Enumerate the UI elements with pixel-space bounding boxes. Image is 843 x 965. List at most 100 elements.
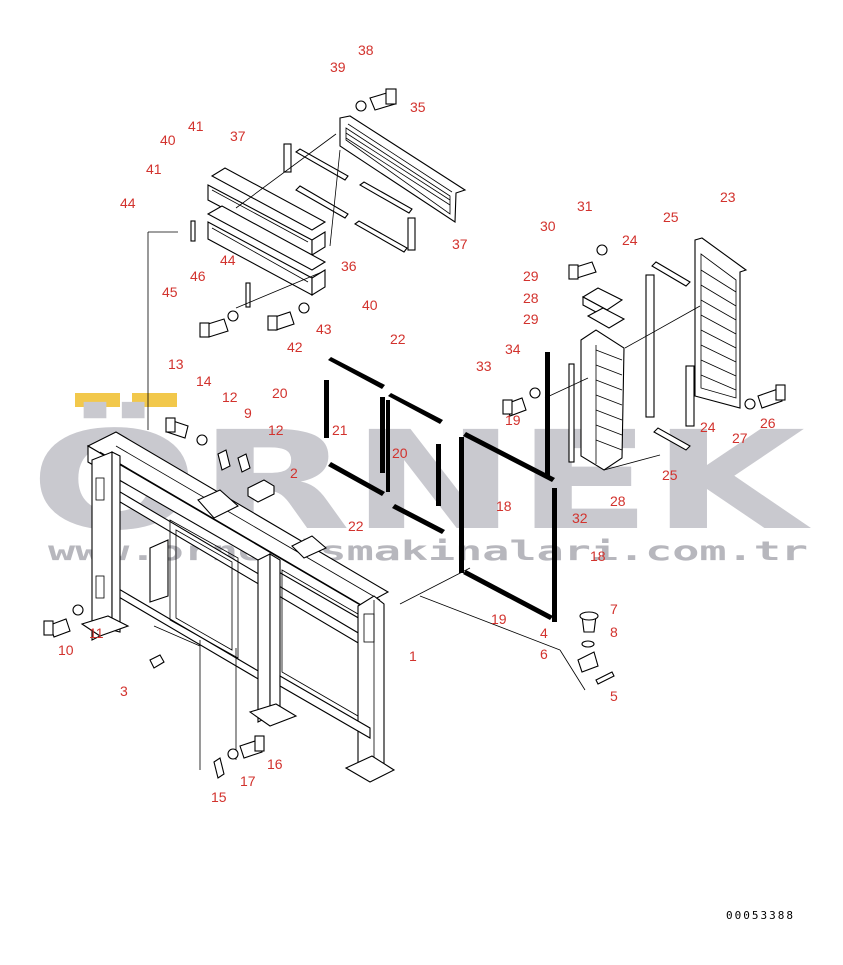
callout-12b: 12 — [268, 422, 284, 438]
beam-41-top — [210, 167, 327, 231]
bolt-33 — [502, 397, 527, 417]
callout-2: 2 — [290, 465, 298, 481]
callout-3: 3 — [120, 683, 128, 699]
washer-14 — [196, 434, 208, 446]
callout-33: 33 — [476, 358, 492, 374]
callout-7: 7 — [610, 601, 618, 617]
callout-25: 25 — [663, 209, 679, 225]
strip-24b — [685, 365, 695, 427]
side-louver-assembly — [502, 237, 786, 476]
seal-22a — [328, 357, 385, 389]
callout-40: 40 — [160, 132, 176, 148]
callout-39: 39 — [330, 59, 346, 75]
part-6 — [577, 651, 599, 673]
callout-42: 42 — [287, 339, 303, 355]
callout-34: 34 — [505, 341, 521, 357]
frame-right-leg — [357, 595, 385, 779]
bolt-26 — [757, 384, 786, 409]
fastener-group — [43, 417, 615, 779]
callout-20b: 20 — [392, 445, 408, 461]
callout-30: 30 — [540, 218, 556, 234]
callout-44b: 44 — [220, 252, 236, 268]
louver-panel-23 — [694, 237, 748, 409]
callout-labels: 38 39 35 41 40 37 41 44 37 36 44 46 45 4… — [58, 42, 776, 805]
callout-28b: 28 — [610, 493, 626, 509]
callout-44: 44 — [120, 195, 136, 211]
washer-11 — [72, 604, 84, 616]
pin-5 — [595, 671, 615, 685]
seal-22b — [328, 462, 385, 496]
callout-31: 31 — [577, 198, 593, 214]
washer-31 — [596, 244, 608, 256]
callout-24b: 24 — [700, 419, 716, 435]
core-block-28 — [580, 329, 625, 471]
seal-20b — [436, 444, 441, 506]
watermark-umlaut-accent — [75, 393, 120, 407]
callout-14: 14 — [196, 373, 212, 389]
frame-left-leg — [91, 451, 113, 641]
callout-40b: 40 — [362, 297, 378, 313]
callout-45: 45 — [162, 284, 178, 300]
callout-6: 6 — [540, 646, 548, 662]
watermark-url: www.ornekismakinalari.com.tr — [48, 536, 808, 567]
washer-43 — [298, 302, 310, 314]
main-frame — [80, 133, 701, 783]
washer-46 — [227, 310, 239, 322]
callout-27: 27 — [732, 430, 748, 446]
watermark-umlaut-accent-2 — [132, 393, 177, 407]
washer-34 — [529, 387, 541, 399]
seal-strip-36a — [295, 148, 349, 181]
bolt-10 — [43, 618, 71, 638]
callout-18b: 18 — [590, 548, 606, 564]
callout-38: 38 — [358, 42, 374, 58]
callout-36: 36 — [341, 258, 357, 274]
callout-9: 9 — [244, 405, 252, 421]
callout-12: 12 — [222, 389, 238, 405]
frame-mid-leg — [257, 553, 271, 723]
callout-26: 26 — [760, 415, 776, 431]
callout-15: 15 — [211, 789, 227, 805]
beam-40 — [206, 205, 327, 271]
bracket-29b — [586, 307, 626, 329]
callout-16: 16 — [267, 756, 283, 772]
clip-12 — [237, 453, 251, 473]
seal-18a — [459, 437, 464, 573]
callout-10: 10 — [58, 642, 74, 658]
callout-32: 32 — [572, 510, 588, 526]
callout-21: 21 — [332, 422, 348, 438]
bolt-16 — [239, 735, 265, 759]
washer-8 — [581, 640, 595, 648]
callout-18: 18 — [496, 498, 512, 514]
callout-35: 35 — [410, 99, 426, 115]
callout-1: 1 — [409, 648, 417, 664]
top-cover-assembly — [190, 88, 467, 338]
spacer-25a — [651, 261, 691, 287]
bolt-13 — [165, 417, 189, 439]
callout-4: 4 — [540, 625, 548, 641]
callout-5: 5 — [610, 688, 618, 704]
washer-39 — [355, 100, 367, 112]
plate-15 — [213, 757, 225, 779]
seal-19a — [463, 432, 555, 482]
bolt-38 — [369, 88, 397, 111]
strip-24a — [645, 274, 655, 418]
callout-37b: 37 — [452, 236, 468, 252]
callout-37: 37 — [230, 128, 246, 144]
callout-28: 28 — [523, 290, 539, 306]
callout-41: 41 — [188, 118, 204, 134]
clip-3 — [149, 654, 165, 669]
callout-11: 11 — [89, 625, 104, 641]
callout-29b: 29 — [523, 311, 539, 327]
post-37a — [283, 143, 292, 173]
callout-25b: 25 — [662, 467, 678, 483]
seal-21 — [380, 397, 385, 473]
callout-41b: 41 — [146, 161, 162, 177]
callout-20: 20 — [272, 385, 288, 401]
callout-13: 13 — [168, 356, 184, 372]
callout-17: 17 — [240, 773, 256, 789]
callout-29: 29 — [523, 268, 539, 284]
seal-20a — [324, 380, 329, 438]
callout-8: 8 — [610, 624, 618, 640]
callout-24: 24 — [622, 232, 638, 248]
